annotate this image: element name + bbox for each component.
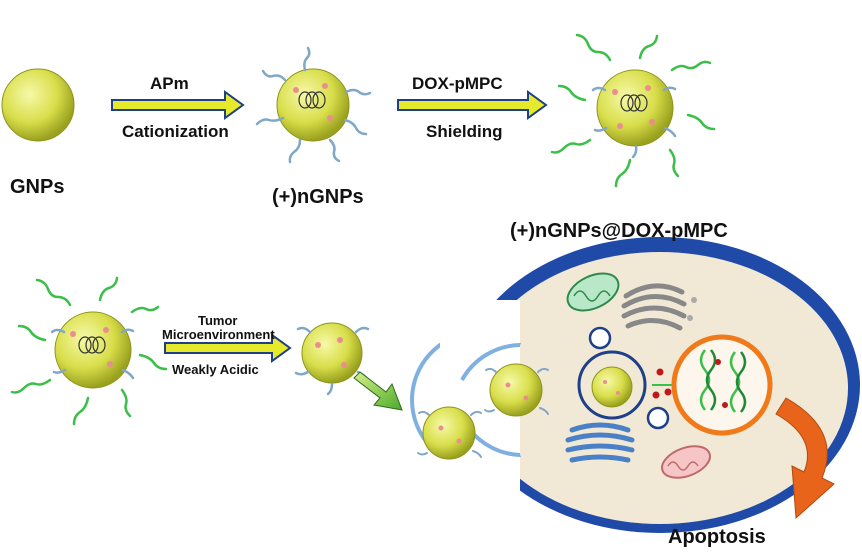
ngnps-label: (+)nGNPs bbox=[272, 186, 364, 208]
gnps-label: GNPs bbox=[10, 176, 65, 198]
tumor-label: Tumor bbox=[198, 313, 238, 328]
ngnp-particle bbox=[255, 46, 372, 164]
gnp-particle bbox=[1, 68, 75, 142]
microenvironment-label: Microenvironment bbox=[162, 327, 275, 342]
arrow2-bottom-label: Shielding bbox=[426, 122, 503, 141]
endoplasmic-reticulum bbox=[565, 422, 635, 463]
entering-particle-1 bbox=[484, 363, 549, 417]
golgi-apparatus bbox=[621, 283, 697, 331]
nucleus bbox=[671, 334, 773, 436]
vesicle bbox=[588, 326, 612, 350]
vesicle bbox=[646, 406, 670, 430]
arrow1-top-label: APm bbox=[150, 74, 189, 93]
shielded-particle-tumor bbox=[10, 276, 168, 426]
mitochondrion-green bbox=[566, 272, 620, 312]
deshielded-particle bbox=[294, 322, 370, 396]
weakly-acidic-label: Weakly Acidic bbox=[172, 362, 259, 377]
entering-particle-2 bbox=[417, 406, 482, 460]
shielding-arrow bbox=[397, 90, 548, 120]
entry-arrow bbox=[353, 371, 403, 411]
final-particle-label: (+)nGNPs@DOX-pMPC bbox=[510, 220, 728, 242]
cell-cytoplasm bbox=[472, 252, 848, 524]
tumor-arrow bbox=[164, 333, 292, 363]
arrow2-top-label: DOX-pMPC bbox=[412, 74, 503, 93]
apoptosis-arrow bbox=[775, 397, 835, 520]
endosome-particle bbox=[591, 366, 633, 408]
shielded-particle bbox=[550, 33, 716, 188]
cationization-arrow bbox=[111, 90, 245, 120]
apoptosis-label: Apoptosis bbox=[668, 526, 766, 548]
mitochondrion-pink bbox=[661, 445, 711, 479]
arrow1-bottom-label: Cationization bbox=[122, 122, 229, 141]
dna-strands bbox=[699, 349, 747, 413]
